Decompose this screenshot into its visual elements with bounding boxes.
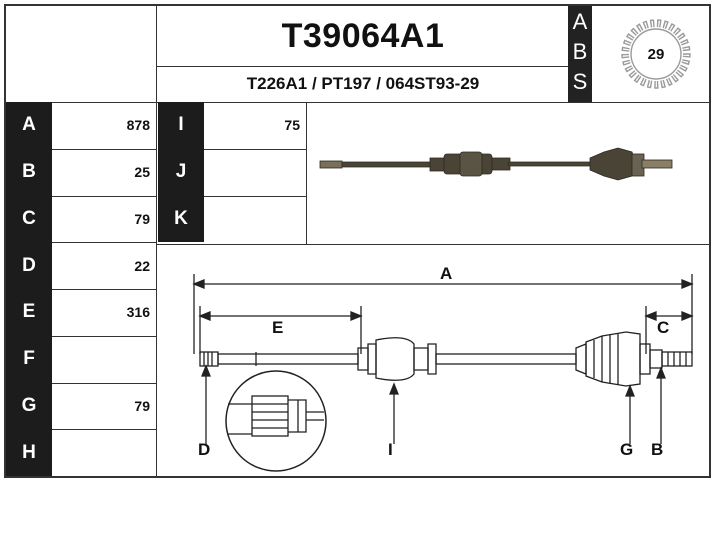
- part-number: T39064A1: [281, 16, 445, 55]
- spline-detail-circle: [225, 370, 327, 472]
- abs-tooth: [630, 27, 639, 36]
- row-divider: [204, 148, 306, 150]
- drive-shaft-photo: [319, 147, 673, 181]
- dim-label-g: G: [620, 440, 634, 459]
- dim-value-c: 79: [134, 210, 150, 227]
- abs-tooth: [646, 80, 653, 89]
- abs-tooth: [622, 39, 632, 47]
- dim-letter-a: A: [6, 102, 52, 149]
- row-divider: [52, 148, 156, 150]
- dim-label-e: E: [272, 318, 284, 337]
- dim-letter-f: F: [6, 335, 52, 383]
- row-divider: [52, 382, 156, 384]
- abs-teeth-count: 29: [647, 45, 665, 63]
- dim-label-c: C: [657, 318, 670, 337]
- dim-letter-b: B: [6, 148, 52, 196]
- dim-value-b: 25: [134, 164, 150, 181]
- abs-letter-b: B: [572, 39, 588, 64]
- dim-value-i: 75: [284, 117, 300, 134]
- row-divider: [52, 195, 156, 197]
- abs-tooth: [654, 80, 659, 89]
- extra-column-divider: [306, 102, 307, 244]
- dim-value-g: 79: [134, 397, 150, 414]
- abs-tooth: [675, 69, 685, 78]
- abs-tooth: [633, 74, 642, 84]
- abs-tooth: [649, 19, 655, 28]
- header-bottom-line: [6, 102, 709, 103]
- abs-ring-icon: [621, 19, 691, 89]
- abs-label-column: A B S: [568, 6, 592, 102]
- abs-tooth: [681, 59, 691, 66]
- abs-letter-a: A: [572, 9, 588, 34]
- abs-tooth: [621, 53, 630, 59]
- abs-tooth: [625, 33, 635, 41]
- dim-letter-e: E: [6, 289, 52, 336]
- spec-sheet: T39064A1 T226A1 / PT197 / 064ST93-29 A B…: [4, 4, 711, 478]
- abs-tooth: [679, 64, 688, 72]
- abs-tooth: [667, 23, 676, 32]
- dim-label-a: A: [440, 264, 453, 283]
- row-divider: [52, 242, 156, 244]
- abs-tooth: [656, 19, 662, 28]
- dim-letter-g: G: [6, 382, 52, 430]
- abs-tooth: [682, 45, 691, 52]
- left-column-divider: [156, 6, 157, 476]
- dim-letter-k: K: [158, 195, 204, 243]
- dim-value-d: 22: [134, 257, 150, 274]
- abs-tooth: [624, 65, 634, 73]
- abs-tooth: [680, 38, 689, 46]
- dim-label-b: B: [651, 440, 664, 459]
- row-divider: [52, 335, 156, 337]
- dim-letter-j: J: [158, 148, 204, 196]
- abs-tooth: [677, 32, 686, 41]
- row-divider: [52, 429, 156, 431]
- dim-label-d: D: [198, 440, 211, 459]
- row-divider: [204, 195, 306, 197]
- abs-tooth: [672, 27, 682, 36]
- dim-letter-i: I: [158, 102, 204, 149]
- title-divider: [156, 66, 568, 67]
- row-divider: [52, 289, 156, 290]
- dim-value-k: [204, 196, 306, 243]
- abs-tooth: [660, 79, 666, 89]
- abs-tooth: [665, 77, 673, 87]
- cross-references: T226A1 / PT197 / 064ST93-29: [246, 74, 480, 93]
- dim-value-a: 878: [126, 117, 150, 134]
- abs-tooth: [642, 20, 649, 30]
- abs-tooth: [635, 23, 644, 33]
- abs-letter-s: S: [572, 69, 588, 94]
- technical-drawing: [192, 274, 694, 472]
- dim-value-h: [52, 429, 156, 476]
- dim-letter-c: C: [6, 195, 52, 243]
- abs-tooth: [628, 70, 637, 79]
- dim-label-i: I: [388, 440, 393, 459]
- dim-value-f: [52, 336, 156, 383]
- abs-tooth: [621, 46, 630, 52]
- dim-value-j: [204, 149, 306, 196]
- dim-value-e: 316: [126, 304, 150, 321]
- abs-tooth: [639, 77, 647, 87]
- photo-bottom-line: [156, 244, 709, 245]
- abs-tooth: [622, 59, 631, 66]
- dim-letter-h: H: [6, 429, 52, 476]
- abs-tooth: [662, 20, 669, 29]
- dim-letter-d: D: [6, 242, 52, 289]
- abs-tooth: [682, 53, 691, 58]
- abs-tooth: [671, 74, 680, 83]
